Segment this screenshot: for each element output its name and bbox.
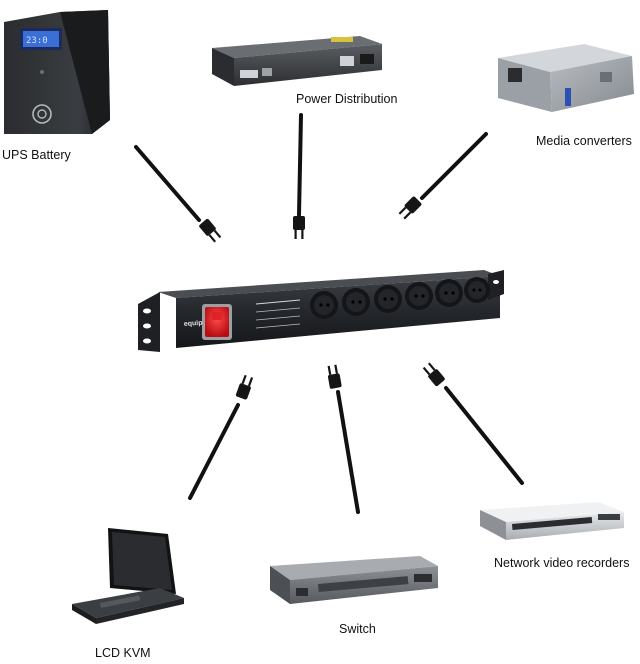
ups-battery-label: UPS Battery (2, 148, 71, 162)
strip-socket (310, 291, 338, 319)
media-converter-device (498, 44, 634, 112)
switch-device (270, 556, 438, 604)
power-distribution-label: Power Distribution (296, 92, 398, 106)
power-distribution-device (212, 36, 382, 86)
ups-battery-device: 23:0 (4, 10, 110, 134)
strip-socket (342, 288, 370, 316)
cable-media (397, 132, 488, 221)
power-strip-device: equip (138, 270, 504, 352)
network-video-recorders-label: Network video recorders (494, 556, 630, 570)
lcd-kvm-label: LCD KVM (95, 646, 151, 660)
strip-label-area (255, 299, 301, 329)
strip-socket (374, 285, 402, 313)
cable-switch (326, 364, 360, 514)
cable-ups (134, 145, 223, 244)
svg-text:23:0: 23:0 (26, 36, 48, 46)
switch-label: Switch (339, 622, 376, 636)
svg-text:equip: equip (184, 320, 203, 328)
cable-pdu (293, 113, 305, 239)
strip-socket (405, 282, 433, 310)
lcd-kvm-device (72, 528, 184, 624)
strip-socket (464, 277, 490, 303)
strip-socket (435, 279, 463, 307)
media-converters-label: Media converters (536, 134, 632, 148)
nvr-device (480, 502, 624, 540)
cable-kvm (188, 374, 255, 500)
cable-nvr (421, 361, 524, 485)
